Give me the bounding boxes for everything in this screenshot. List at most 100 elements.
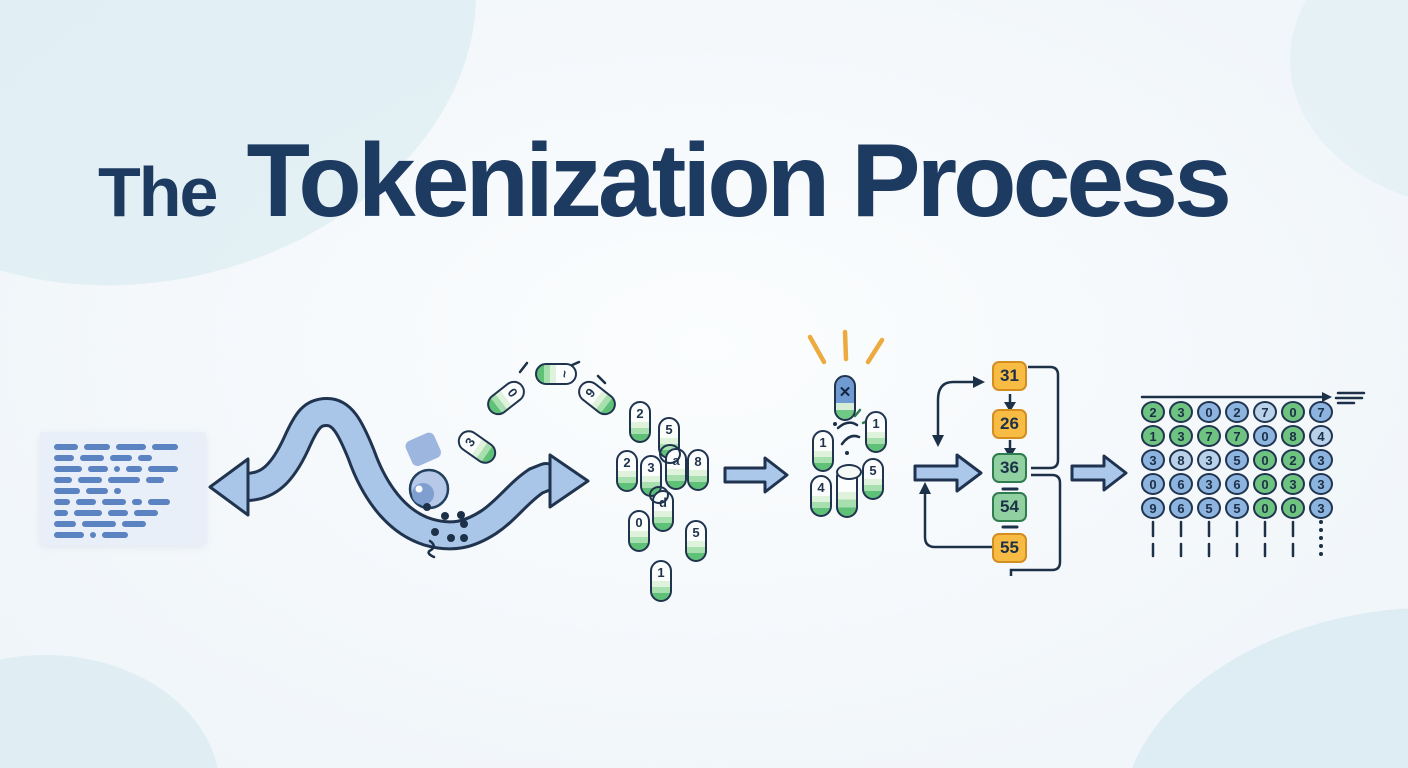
text-dash	[152, 444, 178, 450]
token-label: ~	[557, 370, 572, 378]
matrix-cell: 3	[1169, 401, 1193, 423]
text-dash	[108, 477, 140, 483]
matrix-cell: 7	[1197, 425, 1221, 447]
token-id-value: 36	[1000, 458, 1019, 477]
token-pill: 4	[810, 475, 832, 517]
text-dash	[54, 499, 70, 505]
text-dash	[138, 455, 152, 461]
matrix-cell: 0	[1253, 497, 1277, 519]
matrix-cell: 1	[1141, 425, 1165, 447]
matrix-cell: 2	[1281, 449, 1305, 471]
text-dash	[126, 466, 142, 472]
token-id-box: 36	[992, 453, 1027, 483]
matrix-cell: 0	[1253, 473, 1277, 495]
sphere-icon	[408, 468, 450, 510]
matrix-cell: 0	[1253, 425, 1277, 447]
document-text-line	[54, 521, 192, 527]
matrix-cell: 3	[1141, 449, 1165, 471]
matrix-cell: 4	[1309, 425, 1333, 447]
matrix-cell: 2	[1225, 401, 1249, 423]
flow-arrow	[913, 453, 983, 493]
document-text-line	[54, 510, 192, 516]
squiggle-mark	[427, 539, 436, 559]
matrix-cell: 9	[1141, 497, 1165, 519]
text-dash	[134, 510, 158, 516]
matrix-cell: 7	[1309, 401, 1333, 423]
unknown-token-pill: ✕	[834, 375, 856, 421]
x-icon: ✕	[838, 384, 852, 401]
flow-ribbon	[208, 360, 608, 559]
token-label: 1	[657, 565, 665, 580]
token-label: 5	[692, 525, 700, 540]
text-dash	[54, 455, 74, 461]
text-dash	[122, 521, 146, 527]
document-text-line	[54, 532, 192, 538]
token-label: 0	[635, 515, 643, 530]
text-dash	[74, 510, 102, 516]
matrix-cell: 0	[1197, 401, 1221, 423]
document-text-line	[54, 466, 192, 472]
text-dash	[132, 499, 142, 505]
matrix-cell: 3	[1281, 473, 1305, 495]
document-text-line	[54, 488, 192, 494]
sequence-arrow	[1140, 391, 1366, 405]
chain-link-icon	[649, 486, 669, 504]
token-label: 8	[694, 454, 702, 469]
matrix-cell: 7	[1253, 401, 1277, 423]
text-dash	[82, 521, 116, 527]
token-pill: 8	[687, 449, 709, 491]
matrix-cell: 3	[1197, 473, 1221, 495]
token-label: 2	[636, 406, 644, 421]
text-dash	[78, 477, 102, 483]
matrix-cell: 0	[1141, 473, 1165, 495]
matrix-cell: 3	[1309, 473, 1333, 495]
matrix-cell: 3	[1309, 449, 1333, 471]
text-dash	[54, 466, 82, 472]
matrix-cell: 6	[1225, 473, 1249, 495]
text-dash	[108, 510, 128, 516]
page-title: The Tokenization Process	[98, 122, 1232, 241]
token-label: 2	[623, 455, 631, 470]
text-dash	[54, 444, 78, 450]
matrix-cell: 8	[1169, 449, 1193, 471]
text-dash	[148, 499, 170, 505]
token-id-value: 26	[1000, 414, 1019, 433]
token-pill: 2	[616, 450, 638, 492]
token-label: 5	[665, 422, 673, 437]
text-dash	[54, 510, 68, 516]
text-dash	[54, 488, 80, 494]
crumb-dots	[423, 503, 468, 542]
token-pill: 1	[865, 411, 887, 453]
token-id-value: 55	[1000, 538, 1019, 557]
title-main: Tokenization Process	[246, 123, 1231, 239]
matrix-cell: 3	[1197, 449, 1221, 471]
title-prefix: The	[98, 153, 218, 231]
flow-arrow	[1070, 454, 1128, 492]
text-dash	[102, 532, 128, 538]
token-id-box: 55	[992, 533, 1027, 563]
text-dash	[84, 444, 110, 450]
matrix-cell: 3	[1169, 425, 1193, 447]
matrix-cell: 0	[1281, 497, 1305, 519]
chain-link-icon	[659, 444, 681, 464]
text-dash	[54, 521, 76, 527]
token-id-box: 26	[992, 409, 1027, 439]
document-text-line	[54, 444, 192, 450]
source-document	[40, 432, 206, 545]
matrix-cell: 5	[1225, 497, 1249, 519]
matrix-cell: 3	[1309, 497, 1333, 519]
token-id-box: 54	[992, 492, 1027, 522]
text-dash	[88, 466, 108, 472]
matrix-cell: 7	[1225, 425, 1249, 447]
token-pill: 5	[685, 520, 707, 562]
text-dash	[110, 455, 132, 461]
token-pill: 2	[629, 401, 651, 443]
text-dash	[80, 455, 104, 461]
token-pill: ~	[535, 363, 577, 385]
token-id-value: 54	[1000, 497, 1019, 516]
token-label: 4	[817, 480, 825, 495]
text-dash	[54, 477, 72, 483]
list-icon	[1334, 391, 1366, 405]
